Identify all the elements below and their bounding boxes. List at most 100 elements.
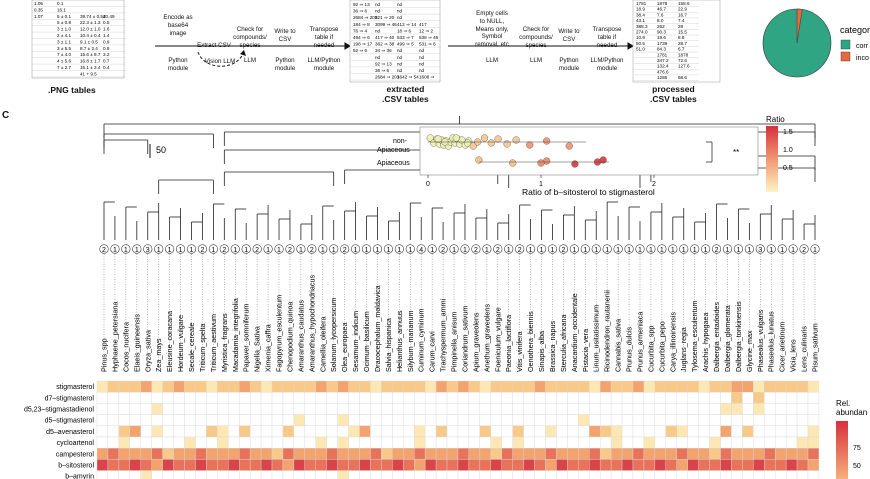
heatmap-cell — [731, 392, 743, 404]
count-marker — [504, 244, 514, 254]
count-label: 1 — [693, 247, 697, 254]
heatmap-cell — [403, 392, 415, 404]
processed-table-cell: 1878 — [657, 1, 668, 6]
heatmap-cell — [468, 436, 481, 449]
heatmap-cell — [249, 470, 262, 479]
processed-table-cell: 7.6 — [657, 12, 664, 17]
heatmap-cell — [774, 403, 787, 415]
heatmap-cell — [381, 392, 393, 404]
heatmap-cell — [348, 436, 360, 449]
heatmap-cell — [599, 459, 612, 471]
heatmap-cell — [238, 414, 251, 427]
extracted-table-cell: nd — [397, 68, 403, 73]
heatmap-cell — [468, 470, 481, 479]
count-label: 2 — [255, 247, 259, 254]
heatmap-cell — [490, 448, 502, 460]
heatmap-cell — [282, 448, 295, 460]
extracted-table-cell: nd — [419, 48, 425, 53]
processed-table-cell: 1781 — [636, 1, 647, 6]
extracted-table-cell: 531 ⇒ 6 — [419, 42, 436, 47]
count-label: 1 — [463, 247, 467, 254]
heatmap-cell — [370, 448, 382, 460]
count-label: 1 — [649, 247, 653, 254]
count-marker — [471, 244, 481, 254]
heatmap-cell — [129, 414, 141, 427]
count-marker — [296, 244, 306, 254]
heatmap-cell — [534, 436, 546, 449]
count-label: 2 — [222, 247, 226, 254]
heatmap-cell — [654, 470, 666, 479]
heatmap-cell — [643, 425, 656, 438]
processed-table-cell: 68.6 — [678, 75, 687, 80]
count-label: 1 — [190, 247, 194, 254]
heatmap-cell — [512, 459, 524, 471]
heatmap-cell — [720, 414, 732, 427]
heatmap-cell — [578, 470, 590, 479]
heatmap-cell — [260, 436, 273, 449]
count-marker — [547, 244, 558, 254]
heatmap-cell — [96, 436, 109, 449]
heatmap-cell — [414, 448, 426, 460]
heatmap-cell — [381, 380, 393, 393]
inset-point — [537, 159, 545, 167]
png-table-cell: 1.4 — [103, 33, 110, 38]
count-marker — [274, 244, 284, 254]
heatmap-cell — [293, 380, 306, 393]
extracted-table-cell: nd — [397, 61, 403, 66]
heatmap-cell — [501, 459, 513, 471]
extracted-table-cell: 92 ⇒ 13 — [375, 61, 392, 66]
count-marker — [569, 244, 579, 254]
png-table-cell: 39.74 ± 0.52 — [80, 14, 106, 19]
heatmap-cell — [359, 425, 371, 438]
species-label: Ximenia_caffra — [264, 324, 273, 372]
extracted-table-cell: 52 ⇒ 6 — [353, 48, 368, 53]
heatmap-cell — [195, 380, 207, 393]
png-table-cell: 7 ± 2.7 — [57, 65, 71, 70]
count-label: 1 — [660, 247, 664, 254]
count-marker — [536, 244, 547, 254]
heatmap-cell — [271, 436, 284, 449]
heatmap-cell — [184, 380, 196, 393]
species-label: Dalbergia_tonkinensis — [734, 301, 743, 372]
species-label: Pimpinella_anisum — [450, 312, 459, 372]
heatmap-cell — [435, 425, 448, 438]
count-marker — [646, 244, 656, 254]
heatmap-cell — [249, 403, 262, 415]
heatmap-cell — [665, 425, 677, 438]
step-nullify-top: Empty cells to NULL, Means only, Symbol … — [475, 10, 509, 48]
count-marker — [755, 244, 765, 254]
count-label: 1 — [299, 247, 303, 254]
heatmap-cell — [610, 414, 623, 427]
count-marker — [143, 244, 153, 254]
heatmap-cell — [249, 425, 262, 438]
species-label: Ocimum_basilicum — [362, 311, 371, 372]
png-table-cell: 0.7 — [103, 59, 110, 64]
count-label: 1 — [244, 247, 248, 254]
step-check2-bottom: LLM — [529, 57, 543, 64]
heatmap-cell — [140, 470, 152, 479]
inset-point — [526, 141, 534, 149]
heatmap-cell — [742, 403, 754, 415]
count-label: 1 — [682, 247, 686, 254]
heatmap-cell — [140, 459, 152, 471]
heatmap-cell — [578, 392, 590, 404]
inset-point — [543, 137, 551, 145]
processed-table-cell: 8.8 — [678, 35, 685, 40]
compound-label: b–sitosterol — [58, 462, 94, 469]
heatmap-cell — [271, 392, 284, 404]
heatmap-cell — [238, 448, 251, 460]
inset-tick-2: 2 — [652, 181, 656, 188]
heatmap-cell — [249, 436, 262, 449]
heatmap-cell — [490, 425, 502, 438]
heatmap-cell — [567, 392, 579, 404]
count-label: 1 — [616, 247, 620, 254]
count-label: 1 — [780, 247, 784, 254]
heatmap-cell — [217, 459, 229, 471]
heatmap-cell — [129, 380, 141, 393]
ratio-inset-plot: ** non- Apiaceous Apiaceous 0 1 2 Ratio … — [377, 126, 759, 197]
processed-tables-label: processed .CSV tables — [650, 84, 697, 104]
heatmap-cell — [118, 425, 131, 438]
heatmap-cell — [512, 436, 524, 449]
heatmap-cell — [556, 414, 568, 427]
